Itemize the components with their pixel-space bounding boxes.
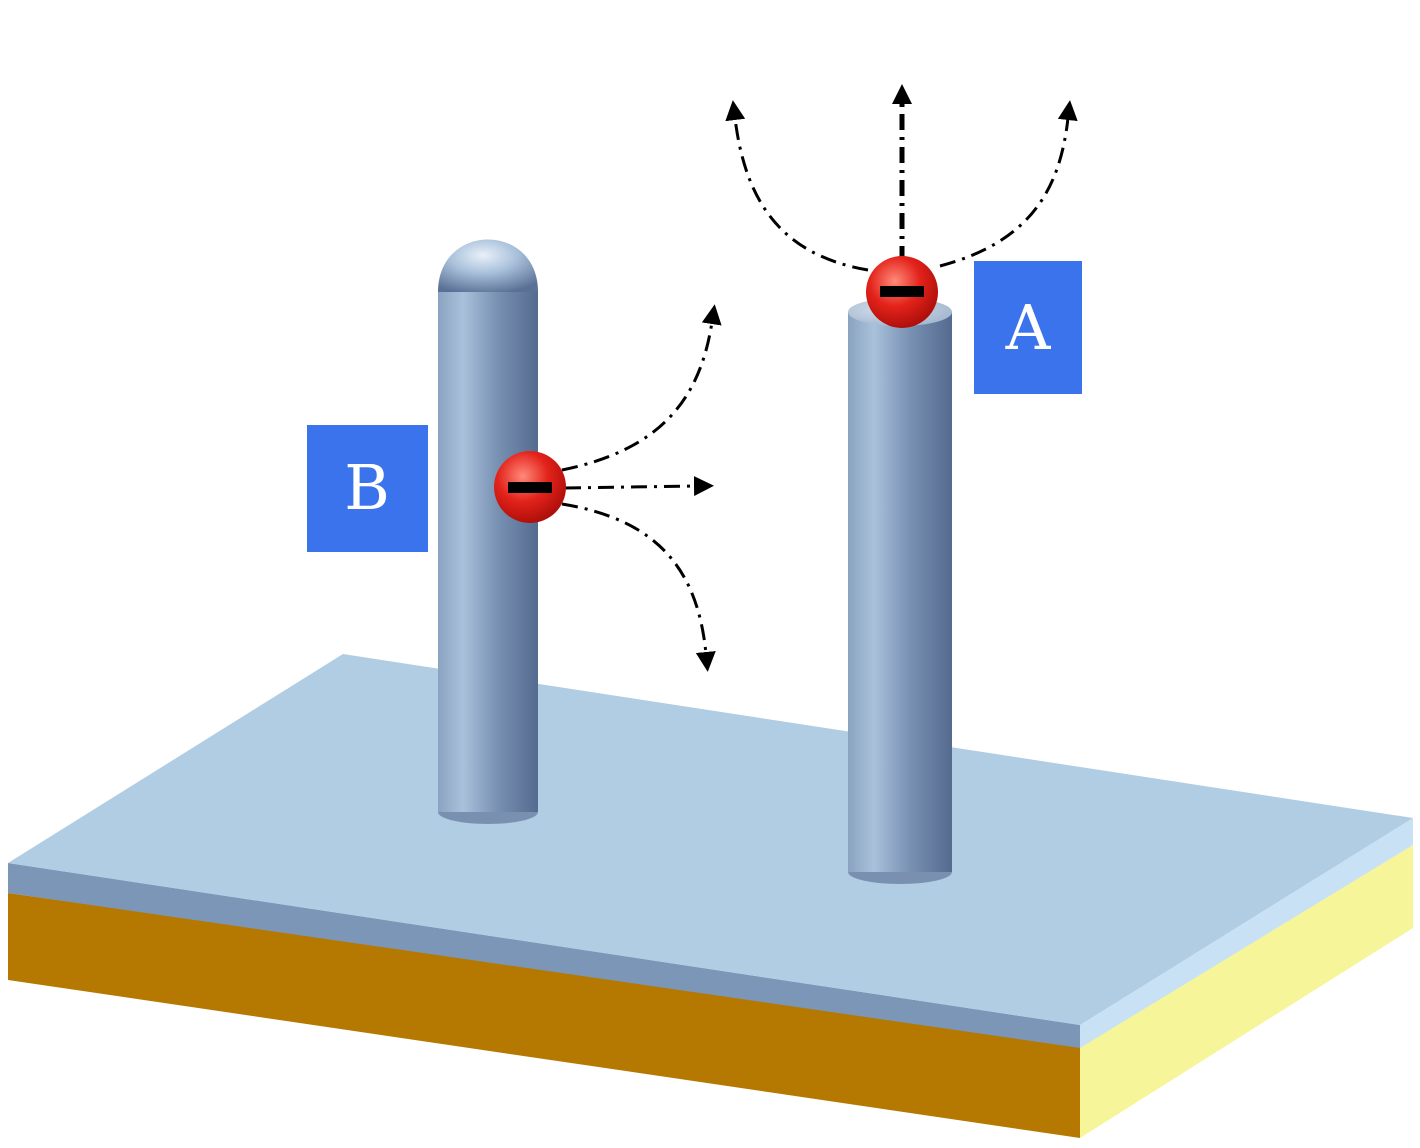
substrate — [8, 654, 1413, 1138]
arrow-a-left — [725, 100, 869, 272]
emission-paths-a — [725, 84, 1078, 272]
pillar-b — [438, 239, 538, 824]
pillar-a — [848, 298, 952, 884]
label-b-text: B — [344, 451, 390, 524]
electron-minus-icon — [494, 451, 566, 523]
emission-paths-b — [561, 304, 722, 672]
substrate-layer-front — [8, 863, 1080, 1048]
electron-minus-icon — [866, 256, 938, 328]
substrate-base-side — [1080, 845, 1413, 1138]
substrate-base-front — [8, 893, 1080, 1138]
arrow-a-right — [939, 100, 1078, 268]
arrow-b-up — [561, 304, 722, 472]
arrow-b-down — [561, 502, 716, 672]
label-box-b: B — [307, 425, 428, 552]
arrow-b-right — [564, 476, 714, 497]
label-box-a: A — [974, 261, 1082, 394]
substrate-layer-side — [1080, 818, 1413, 1048]
substrate-top-surface — [8, 654, 1413, 1025]
label-a-text: A — [1005, 291, 1052, 364]
